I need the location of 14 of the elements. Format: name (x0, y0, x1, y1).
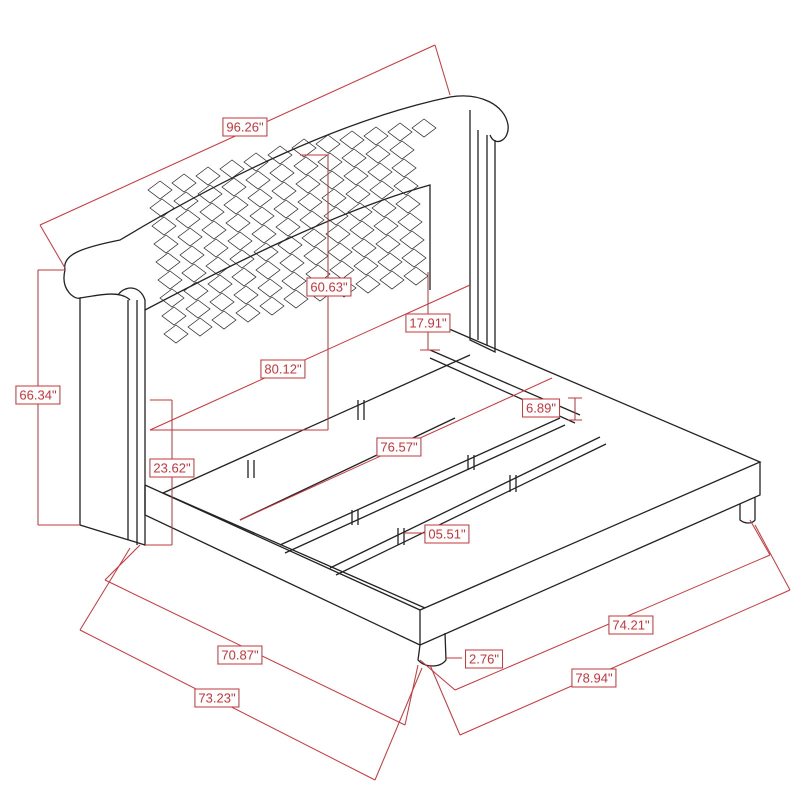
dimension-label: 66.34" (15, 386, 61, 404)
dimension-label: 78.94" (571, 668, 617, 688)
dimension-label: 17.91" (405, 314, 451, 332)
dimension-label: 70.87" (217, 646, 263, 664)
dimension-label: 05.51" (424, 524, 470, 544)
dimension-label: 76.57" (376, 438, 422, 456)
dimension-label: 23.62" (149, 458, 195, 478)
dimension-label: 74.21" (608, 616, 654, 634)
dimension-label: 96.26" (222, 118, 268, 136)
dimension-label: 73.23" (194, 688, 240, 708)
dimension-label: 80.12" (260, 360, 306, 378)
dimension-label: 6.89" (522, 398, 560, 418)
dimension-label: 60.63" (306, 278, 352, 296)
dimension-label: 2.76" (465, 650, 503, 668)
